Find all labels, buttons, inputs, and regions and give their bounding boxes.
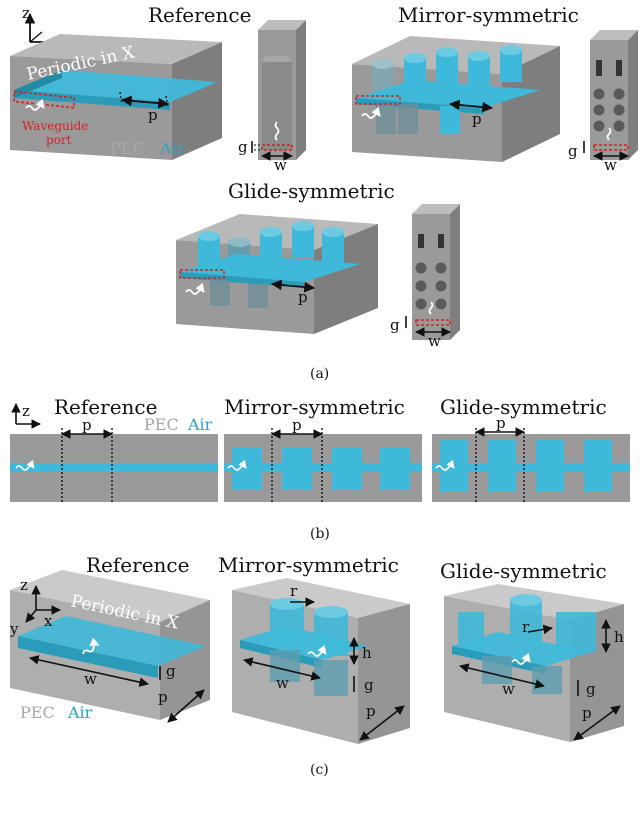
mirror-unit-cell-c: r h w g p [232,578,410,744]
legend-pec-a: PEC [110,139,145,158]
dim-p-ref-b: p [82,416,92,434]
dim-p-glide-b: p [496,414,506,432]
legend-air-c: Air [67,703,93,722]
glide-side-view-b: p [432,414,630,504]
dim-p-mirror-c: p [366,702,376,720]
dim-w-mirror-c: w [276,674,289,692]
legend-pec-b: PEC [144,415,179,434]
dim-w-glide-c: w [502,680,515,698]
dim-g-glide-a: g [390,316,400,334]
panel-c: Reference Mirror-symmetric Glide-symmetr… [9,553,624,778]
axis-z-label: z [22,4,30,22]
glide-unit-cell-c: r h w g p [444,584,624,742]
mirror-block-a: p [352,36,560,162]
title-glide-b: Glide-symmetric [440,395,607,419]
dim-g-ref-a: g [238,138,248,156]
panel-a: z y x Reference Periodic in X p Waveguid… [10,3,638,382]
glide-block-a: p [176,214,378,334]
dim-w-glide-a: w [428,332,441,350]
dim-p-glide-a: p [298,288,308,306]
caption-a: (a) [310,366,329,382]
dim-p-ref-c: p [158,688,168,706]
title-glide-c: Glide-symmetric [440,559,607,583]
dim-p-glide-c: p [582,704,592,722]
axis-z-label-c: z [20,576,28,594]
title-reference-c: Reference [86,553,189,577]
mirror-pins-bottom-a [376,104,460,134]
dim-w-ref-a: w [274,156,287,174]
title-mirror-a: Mirror-symmetric [398,3,579,27]
title-glide-a: Glide-symmetric [228,179,395,203]
reference-side-view-b: p PEC Air [10,415,218,504]
axes-triad-c: z y x [9,576,61,638]
legend-pec-c: PEC [20,703,55,722]
dim-p-ref-a: p [148,106,158,124]
dim-w-ref-c: w [84,670,97,688]
title-reference-b: Reference [54,395,157,419]
dim-r-mirror-c: r [290,582,298,600]
legend-air-a: Air [159,139,185,158]
dim-g-glide-c: g [586,680,596,698]
mirror-end-view-a: w g [568,30,638,174]
dim-p-mirror-b: p [292,416,302,434]
waveguide-port-label-1: Waveguide [22,119,88,133]
dim-g-mirror-c: g [364,676,374,694]
dim-h-glide-c: h [614,628,624,646]
panel-b: z x Reference Mirror-symmetric Glide-sym… [10,395,630,542]
reference-unit-cell-c: Periodic in X w g p z y x PEC Air [9,570,210,723]
reference-block-a: Periodic in X p Waveguide port PEC Air [10,34,222,160]
mirror-side-view-b: p [224,416,422,504]
dim-g-mirror-a: g [568,142,578,160]
waveguide-port-label-2: port [46,133,72,147]
caption-b: (b) [310,526,330,542]
glide-end-view-a: w g [390,204,460,350]
title-reference-a: Reference [148,3,251,27]
axis-y-label-c: y [9,620,19,638]
title-mirror-c: Mirror-symmetric [218,553,399,577]
title-mirror-b: Mirror-symmetric [224,395,405,419]
axis-z-label-b: z [22,402,30,420]
axis-x-label-c: x [44,612,53,630]
dim-g-ref-c: g [166,662,176,680]
dim-w-mirror-a: w [604,156,617,174]
dim-h-mirror-c: h [362,644,372,662]
caption-c: (c) [310,762,329,778]
dim-r-glide-c: r [522,618,530,636]
reference-end-view-a: w g [238,20,306,174]
legend-air-b: Air [187,415,213,434]
dim-p-mirror-a: p [472,110,482,128]
